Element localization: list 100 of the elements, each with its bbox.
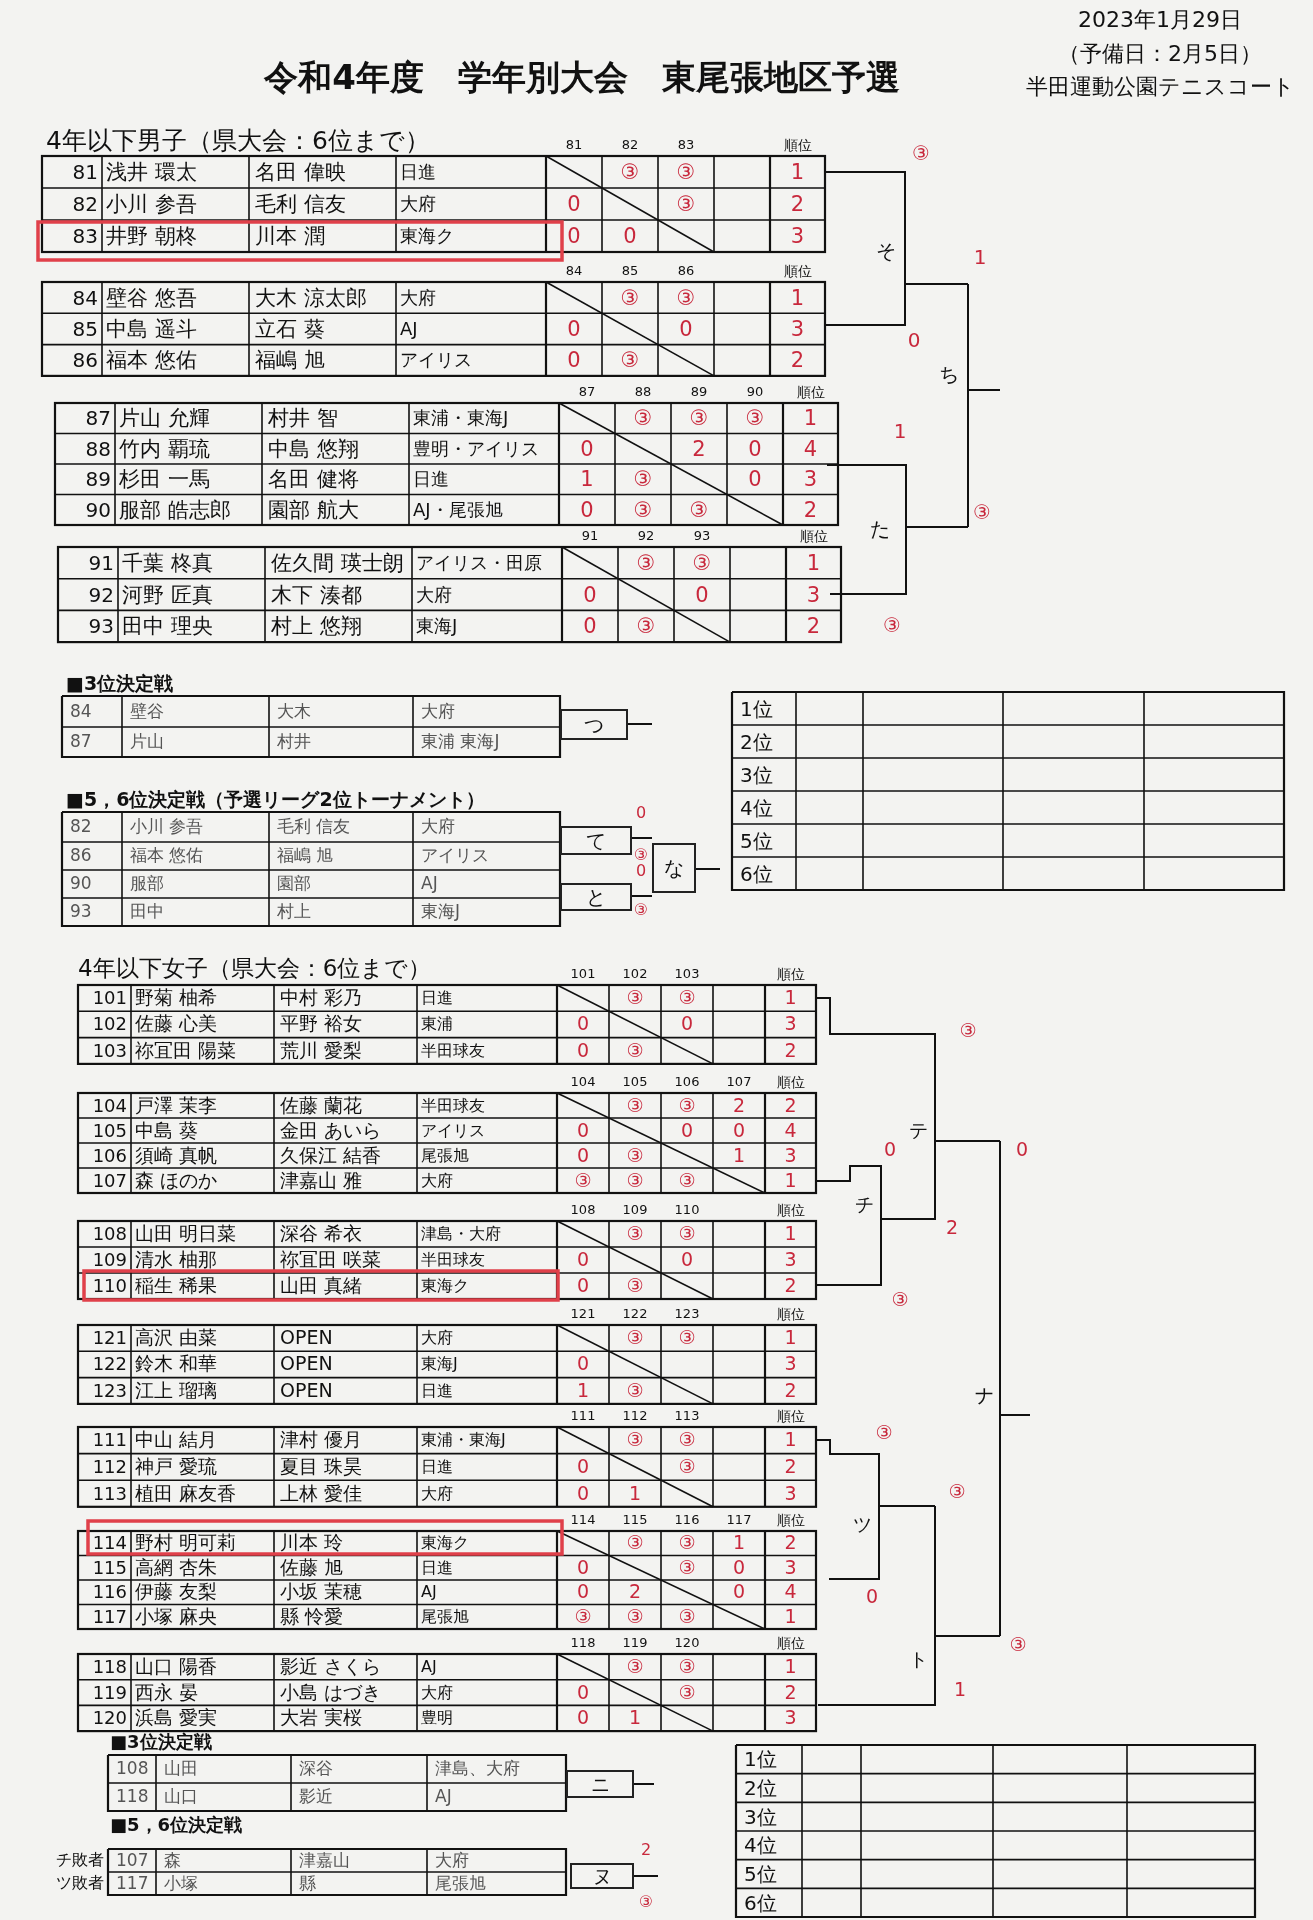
entry-number: 120 (92, 1708, 127, 1728)
match-letter: ト (908, 1650, 928, 1670)
entry-number: 91 (88, 552, 114, 574)
match-letter: ツ (852, 1515, 872, 1535)
entry-number: 103 (92, 1041, 127, 1061)
score: ③ (678, 1095, 696, 1116)
club-name: 東海ク (421, 1277, 469, 1295)
column-header: 87 (578, 385, 596, 399)
column-header: 81 (565, 138, 583, 152)
bracket-score: ③ (883, 614, 901, 636)
club-name: 大府 (421, 702, 455, 721)
player-name: 片山 (130, 733, 164, 751)
bracket-score: ③ (912, 142, 930, 164)
score: ③ (574, 1170, 592, 1191)
column-header: 112 (622, 1409, 648, 1423)
entry-number: 106 (92, 1146, 127, 1165)
score: ③ (574, 1606, 592, 1627)
match-letter: た (870, 518, 890, 540)
match-box: な (652, 843, 696, 893)
score: 0 (576, 1582, 590, 1603)
match-letter: チ (854, 1195, 874, 1215)
score: 2 (692, 437, 706, 460)
club-name: アイリス・田原 (416, 553, 542, 573)
player-name: 久保江 結香 (280, 1145, 382, 1166)
club-name: 東浦 (421, 1016, 453, 1033)
club-name: 日進 (400, 162, 436, 182)
column-header: 順位 (783, 263, 812, 279)
bracket-score: 2 (945, 1218, 959, 1238)
player-name: 野菊 柚希 (135, 988, 218, 1009)
player-name: 園部 (277, 875, 311, 893)
player-name: 佐久間 瑛士朗 (271, 551, 404, 574)
player-name: 小塚 (164, 1874, 198, 1893)
club-name: 東海J (421, 903, 460, 921)
section-heading: ■3位決定戦 (66, 674, 174, 694)
rank: 1 (790, 286, 805, 309)
player-name: 平野 裕女 (280, 1014, 363, 1035)
player-name: 小坂 茉穂 (280, 1582, 363, 1603)
score: 0 (576, 1483, 590, 1504)
score: ③ (626, 1656, 644, 1677)
rank: 1 (803, 407, 818, 430)
match-box: て (560, 826, 632, 855)
entry-number: 113 (92, 1484, 127, 1503)
score: 0 (576, 1014, 590, 1035)
rank: 2 (806, 615, 821, 638)
club-name: 大府 (421, 1485, 453, 1502)
player-name: 村井 智 (268, 407, 338, 430)
club-name: 大府 (421, 1329, 453, 1347)
place-label: 1位 (744, 1748, 777, 1770)
rank: 1 (784, 1656, 797, 1677)
score: 0 (680, 1250, 694, 1270)
player-name: 片山 允輝 (119, 407, 210, 430)
column-header: 順位 (776, 1408, 805, 1424)
column-header: 115 (622, 1513, 648, 1527)
score: 0 (576, 1557, 590, 1578)
rank: 1 (790, 161, 805, 183)
place-label: 1位 (740, 698, 773, 719)
column-header: 83 (677, 138, 695, 152)
side-label: チ敗者 (56, 1851, 104, 1869)
column-header: 103 (674, 967, 700, 981)
entry-number: 117 (92, 1607, 127, 1627)
entry-number: 107 (92, 1171, 127, 1190)
player-name: 佐藤 蘭花 (280, 1095, 363, 1116)
rank: 3 (784, 1250, 797, 1270)
place-label: 3位 (744, 1806, 777, 1828)
score: ③ (636, 551, 656, 574)
bracket-score: 0 (635, 862, 647, 880)
bracket-score: ③ (948, 1482, 966, 1502)
score: ③ (676, 193, 696, 215)
rank: 1 (784, 988, 797, 1009)
score: 0 (580, 437, 594, 460)
rank: 2 (784, 1380, 797, 1401)
rank: 2 (784, 1095, 797, 1116)
player-name: 深谷 希衣 (280, 1224, 363, 1244)
club-name: AJ (421, 875, 438, 893)
bracket-score: 1 (893, 420, 907, 442)
rank: 3 (784, 1145, 797, 1166)
score: 0 (576, 1682, 590, 1703)
column-header: 82 (621, 138, 639, 152)
entry-number: 118 (116, 1788, 149, 1806)
entry-number: 121 (92, 1328, 127, 1348)
score: 0 (623, 225, 637, 247)
player-name: 壁谷 悠吾 (106, 286, 197, 309)
bracket-score: 2 (640, 1841, 652, 1859)
club-name: アイリス (421, 847, 489, 865)
rank: 2 (803, 498, 818, 521)
player-name: 縣 怜愛 (280, 1606, 344, 1627)
score: ③ (626, 988, 644, 1009)
entry-number: 101 (92, 988, 127, 1008)
score: ③ (620, 349, 640, 372)
entry-number: 114 (92, 1533, 127, 1553)
player-name: 野村 明可莉 (135, 1533, 237, 1554)
player-name: 園部 航大 (268, 498, 359, 521)
player-name: 中島 悠翔 (268, 437, 359, 460)
club-name: アイリス (421, 1122, 485, 1139)
player-name: 荒川 愛梨 (280, 1040, 363, 1061)
score: 0 (567, 349, 581, 372)
player-name: 毛利 信友 (255, 193, 346, 215)
score: 0 (580, 498, 594, 521)
rank: 1 (784, 1606, 797, 1627)
bracket-score: 0 (865, 1587, 879, 1607)
